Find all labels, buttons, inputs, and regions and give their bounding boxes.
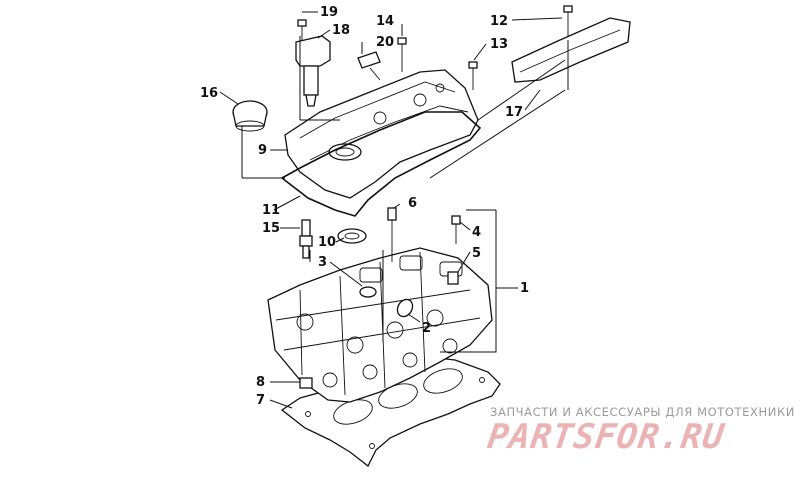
bolt-12 (563, 5, 573, 36)
callout-20: 20 (376, 35, 394, 50)
callout-8: 8 (256, 375, 265, 390)
bolt-13 (468, 61, 478, 90)
plug-5 (447, 271, 459, 285)
watermark-tagline: ЗАПЧАСТИ И АКСЕССУАРЫ ДЛЯ МОТОТЕХНИКИ (490, 405, 795, 419)
callout-14: 14 (376, 14, 394, 29)
callout-18: 18 (332, 23, 350, 38)
bolt-14 (397, 37, 407, 72)
oring-2 (396, 298, 414, 318)
callout-4: 4 (472, 225, 481, 240)
watermark-logo: PARTSFOR.RU (485, 417, 727, 457)
callout-19: 19 (320, 5, 338, 20)
oil-filler-cap (232, 100, 268, 132)
cylinder-head (267, 247, 493, 403)
callout-9: 9 (258, 143, 267, 158)
callout-7: 7 (256, 393, 265, 408)
callout-11: 11 (262, 203, 280, 218)
stud-6 (387, 207, 397, 262)
bolt-4 (451, 215, 461, 244)
timing-cover-plate (511, 17, 631, 83)
dowel-8 (299, 377, 313, 389)
callout-13: 13 (490, 37, 508, 52)
callout-15: 15 (262, 221, 280, 236)
seal-3 (359, 286, 377, 298)
callout-2: 2 (422, 321, 431, 336)
spark-plug (299, 219, 313, 259)
callout-labels: 1 2 3 4 5 6 7 8 9 10 11 12 13 14 15 16 1… (200, 5, 529, 408)
callout-17: 17 (505, 105, 523, 120)
callout-5: 5 (472, 246, 481, 261)
bolt-19 (297, 19, 307, 40)
thermostat-housing (337, 228, 367, 244)
leader-lines (219, 11, 569, 409)
valve-cover (284, 69, 479, 199)
callout-6: 6 (408, 196, 417, 211)
bracket-20 (357, 51, 381, 81)
callout-12: 12 (490, 14, 508, 29)
valve-cover-gasket (280, 111, 482, 217)
callout-16: 16 (200, 86, 218, 101)
callout-1: 1 (520, 281, 529, 296)
callout-3: 3 (318, 255, 327, 270)
ignition-coil (295, 35, 331, 107)
callout-10: 10 (318, 235, 336, 250)
